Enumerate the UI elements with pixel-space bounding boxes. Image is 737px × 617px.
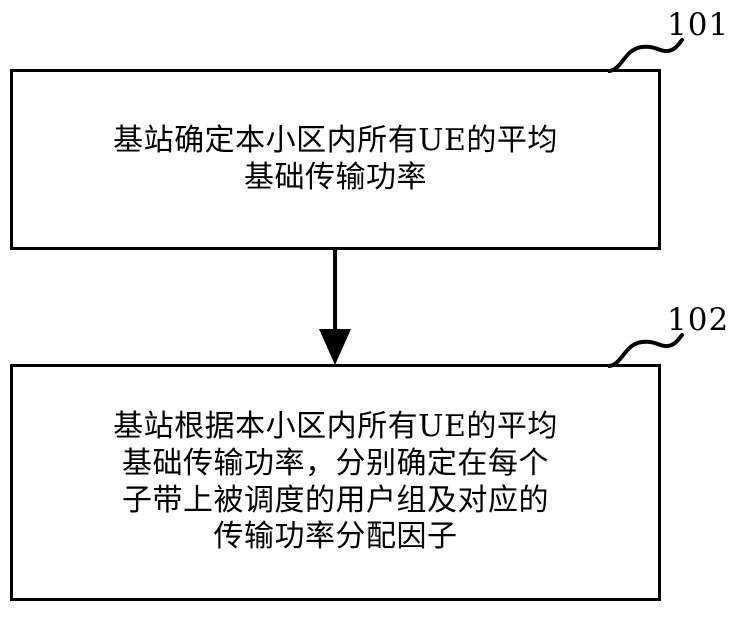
leader-line-101 <box>608 38 684 73</box>
leader-line-102 <box>608 333 684 368</box>
reference-number-102: 102 <box>667 302 730 338</box>
reference-number-101: 101 <box>667 7 730 43</box>
process-box-102-label: 基站根据本小区内所有UE的平均 基础传输功率，分别确定在每个 子带上被调度的用户… <box>113 409 558 555</box>
connector-arrow-101-to-102 <box>319 247 351 365</box>
process-box-101-label: 基站确定本小区内所有UE的平均 基础传输功率 <box>113 122 558 195</box>
process-box-101: 基站确定本小区内所有UE的平均 基础传输功率 <box>10 69 661 250</box>
process-box-102: 基站根据本小区内所有UE的平均 基础传输功率，分别确定在每个 子带上被调度的用户… <box>10 364 661 601</box>
